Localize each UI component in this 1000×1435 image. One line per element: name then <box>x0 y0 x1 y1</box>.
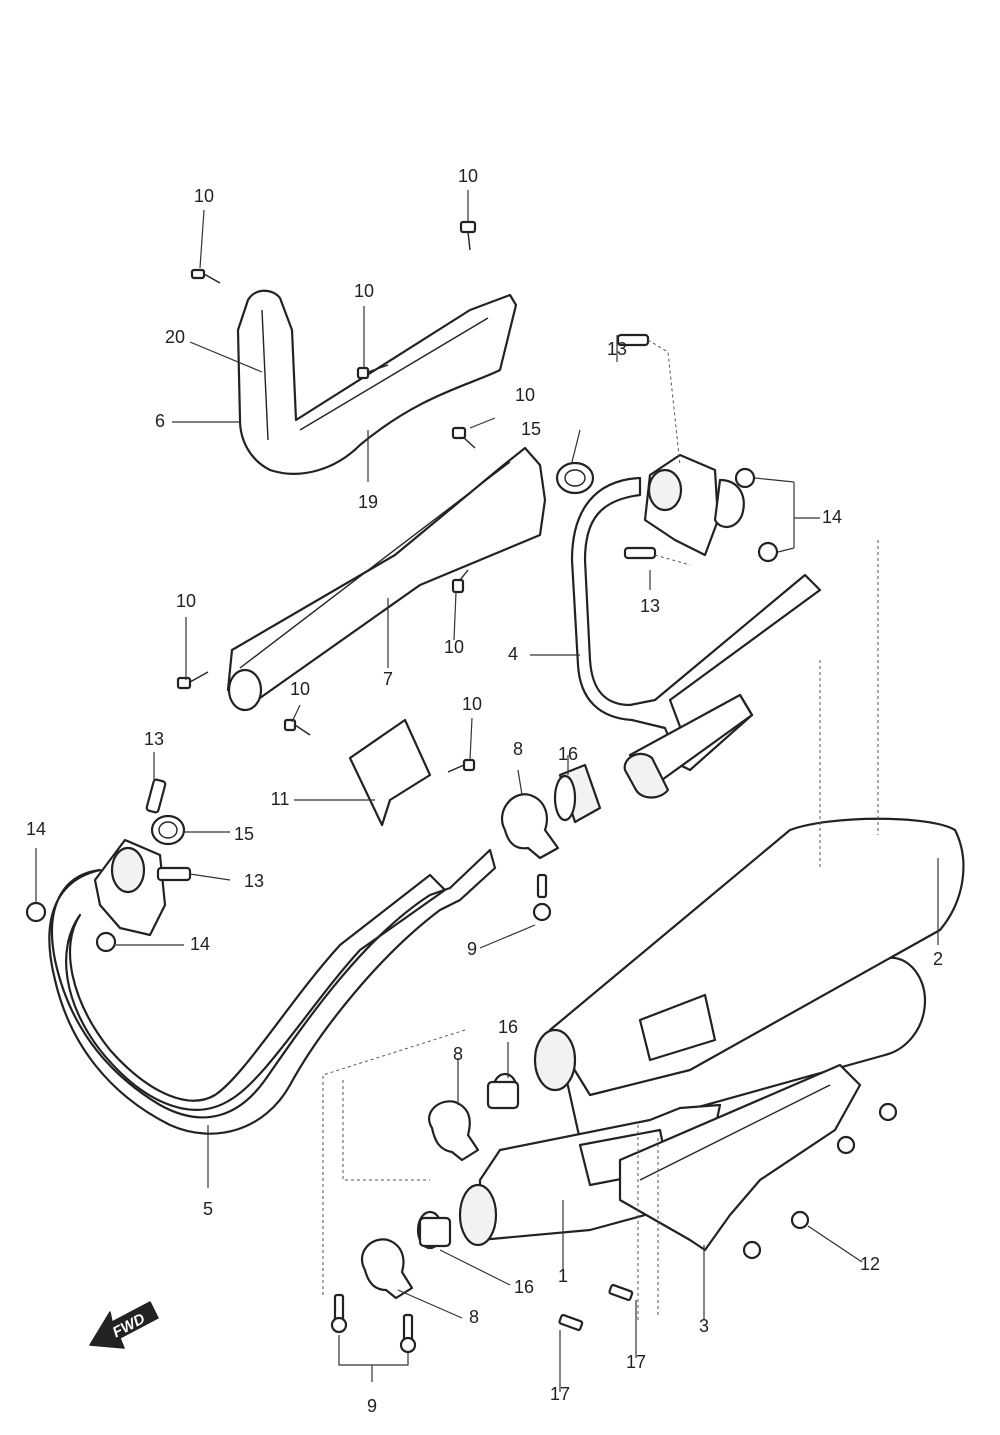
callout-17-a: 17 <box>626 1352 646 1372</box>
callout-5: 5 <box>203 1199 213 1219</box>
callout-14-b: 14 <box>26 819 46 839</box>
callout-9-a: 9 <box>467 939 477 959</box>
callout-13-b: 13 <box>640 596 660 616</box>
callout-15-a: 15 <box>521 419 541 439</box>
callout-10-d: 10 <box>515 385 535 405</box>
studs-nuts-rear <box>616 333 779 566</box>
callout-10-f: 10 <box>444 637 464 657</box>
exhaust-pipe-front <box>25 778 497 1135</box>
alignment-lines <box>322 540 879 1320</box>
callout-10-a: 10 <box>194 186 214 206</box>
callout-8-a: 8 <box>513 739 523 759</box>
muffler-bracket <box>618 1063 898 1260</box>
callout-labels: 10 10 10 20 6 19 10 15 13 14 13 10 10 4 … <box>26 166 943 1416</box>
leader-lines <box>35 190 939 1392</box>
muffler-right <box>486 817 965 1142</box>
callout-10-c: 10 <box>354 281 374 301</box>
callout-10-e: 10 <box>176 591 196 611</box>
callout-6: 6 <box>155 411 165 431</box>
callout-19: 19 <box>358 492 378 512</box>
callout-8-c: 8 <box>469 1307 479 1327</box>
callout-16-b: 16 <box>498 1017 518 1037</box>
callout-14-c: 14 <box>190 934 210 954</box>
callout-10-b: 10 <box>458 166 478 186</box>
callout-9-b: 9 <box>367 1396 377 1416</box>
callout-10-g: 10 <box>290 679 310 699</box>
heat-shield-upper <box>236 289 518 475</box>
fwd-direction-arrow: FWD <box>89 1301 159 1349</box>
heat-shield-small <box>348 718 432 827</box>
callout-20: 20 <box>165 327 185 347</box>
callout-14-a: 14 <box>822 507 842 527</box>
callout-12: 12 <box>860 1254 880 1274</box>
joint-hardware-upper <box>500 763 602 922</box>
callout-7: 7 <box>383 669 393 689</box>
callout-1: 1 <box>558 1266 568 1286</box>
callout-16-c: 16 <box>514 1277 534 1297</box>
callout-3: 3 <box>699 1316 709 1336</box>
callout-15-b: 15 <box>234 824 254 844</box>
callout-8-b: 8 <box>453 1044 463 1064</box>
bolts-9-17 <box>330 1283 634 1354</box>
callout-11: 11 <box>271 789 290 809</box>
callout-13-a: 13 <box>607 339 627 359</box>
heat-shield-middle <box>226 446 547 712</box>
callout-16-a: 16 <box>558 744 578 764</box>
exhaust-pipe-rear <box>555 453 822 799</box>
fwd-arrow-icon <box>89 1301 159 1349</box>
callout-4: 4 <box>508 644 518 664</box>
callout-17-b: 17 <box>550 1384 570 1404</box>
callout-13-d: 13 <box>244 871 264 891</box>
bolts-10 <box>176 220 477 773</box>
callout-13-c: 13 <box>144 729 164 749</box>
callout-10-h: 10 <box>462 694 482 714</box>
callout-2: 2 <box>933 949 943 969</box>
